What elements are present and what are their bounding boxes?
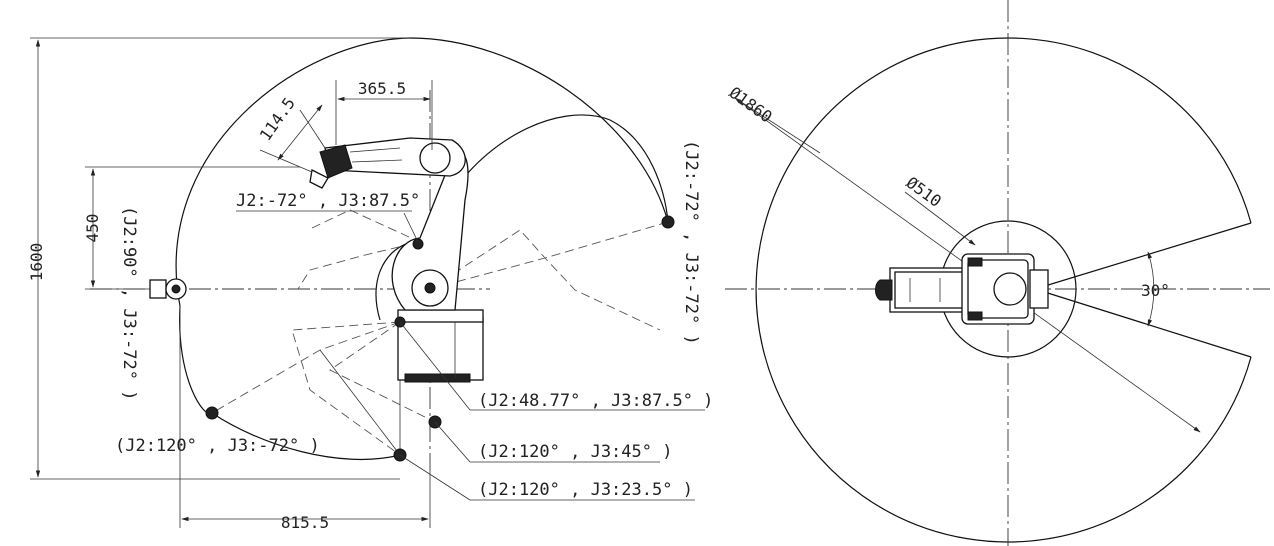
angle-text: 30° [1141, 281, 1170, 300]
joint-marker-lower-left [205, 406, 219, 420]
pose-skeleton-2 [429, 221, 669, 290]
inner-diameter-text: Ø510 [903, 173, 945, 211]
dim-1600-text: 1600 [27, 243, 46, 282]
pose-label-right: (J2:-72° , J3:-72° ) [681, 140, 701, 345]
top-view: Ø1860 Ø510 30° [725, 0, 1270, 546]
dim-365-text: 365.5 [358, 79, 406, 98]
robot-wrist [319, 144, 353, 179]
shoulder-axis [424, 282, 436, 294]
pose-top-leader [403, 212, 419, 243]
dim-114-text: 114.5 [256, 94, 299, 144]
angle-arc [1147, 251, 1155, 327]
joint-marker-top [412, 238, 424, 250]
pose-label-top: J2:-72° , J3:87.5° [236, 191, 420, 211]
left-tool-center [171, 284, 181, 294]
pose-label-lower-b: (J2:120° , J3:45° ) [478, 442, 672, 462]
pose-line-8 [319, 349, 401, 456]
outer-diameter-ext [734, 97, 821, 154]
pose-a-leader [399, 321, 471, 411]
joint-marker-right [661, 215, 675, 229]
dim-450-text: 450 [83, 214, 102, 243]
pose-skeleton-5 [291, 321, 401, 456]
side-view: 1600 450 815.5 365.5 114.5 [27, 37, 713, 532]
pose-skeleton-1 [297, 209, 422, 290]
dim-114-ext-2 [299, 109, 326, 149]
base-flange [397, 309, 484, 323]
top-base-rear [1029, 269, 1049, 309]
dim-815-text: 815.5 [281, 513, 329, 532]
arm-detail-1 [349, 147, 401, 153]
top-joint [993, 272, 1027, 306]
base-plate [404, 373, 471, 383]
pose-skeleton-3 [429, 229, 661, 331]
left-tool-body [149, 279, 167, 299]
pose-label-lower-c: (J2:120° , J3:23.5° ) [478, 480, 693, 500]
top-upper-arm-inner [894, 271, 968, 309]
pose-label-lower-left: (J2:120° , J3:-72° ) [115, 436, 320, 456]
robot-tool [309, 169, 329, 189]
pose-b-leader [434, 421, 471, 463]
side-dimensions: 1600 450 815.5 365.5 114.5 [27, 37, 433, 532]
dim-114-ext-1 [259, 149, 313, 173]
top-wrist [875, 279, 893, 301]
elbow-joint [419, 142, 451, 174]
pose-label-left: (J2:90° , J3:-72° ) [119, 206, 139, 400]
reach-arc-right [429, 114, 669, 233]
dim-114-line [277, 104, 323, 161]
pose-labels: J2:-72° , J3:87.5° (J2:-72° , J3:-72° ) … [115, 140, 713, 501]
robot-arm [309, 137, 484, 383]
top-base-bolt-2 [967, 311, 983, 321]
top-base-bolt-1 [967, 257, 983, 267]
inner-diameter-leader [904, 191, 976, 246]
pose-skeleton-4 [211, 321, 401, 414]
outer-diameter-text: Ø1860 [726, 83, 776, 127]
pose-c-leader [399, 454, 471, 501]
pose-label-lower-a: (J2:48.77° , J3:87.5° ) [478, 391, 713, 411]
robot-top-silhouette [875, 253, 1049, 325]
robot-lower-arm [391, 149, 469, 311]
arm-detail-2 [351, 159, 403, 163]
robot-base [397, 317, 484, 381]
